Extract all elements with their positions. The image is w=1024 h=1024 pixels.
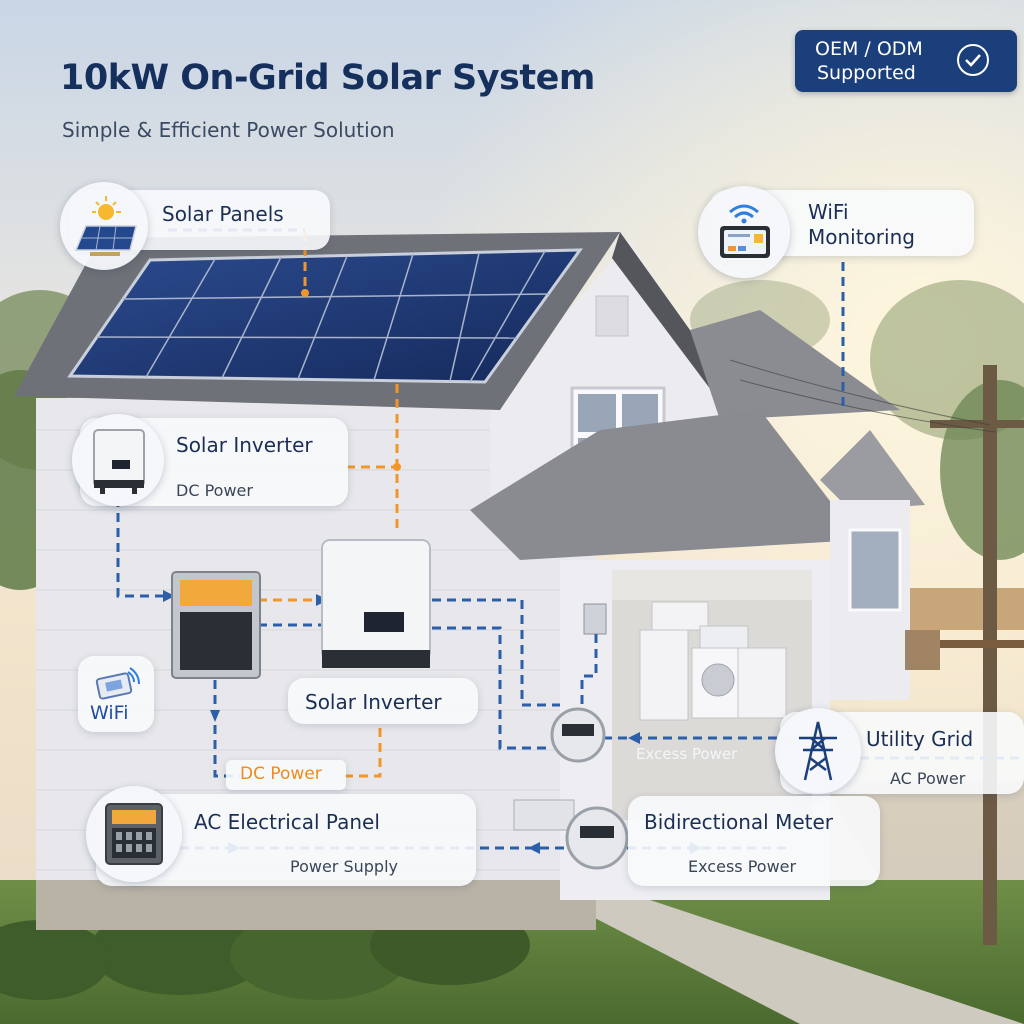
dc-power-mid-card [226,760,346,790]
wifi-monitoring-label-1: WiFi [808,200,849,224]
solar-panel-icon-circle [60,182,148,270]
wifi-monitoring-label-2: Monitoring [808,225,915,249]
inverter-icon-circle [72,414,164,506]
wifi-small-label: WiFi [90,702,129,724]
excess-power-garage-label: Excess Power [636,745,738,763]
solar-inverter-mid-label: Solar Inverter [305,690,442,714]
page-subtitle: Simple & Efficient Power Solution [62,118,395,142]
inverter-icon [93,429,145,494]
badge-line-2: Supported [817,62,916,84]
dc-power-top-label: DC Power [176,481,253,500]
ac-power-label: AC Power [890,769,966,788]
solar-panels-label: Solar Panels [162,202,284,226]
excess-power-bottom-label: Excess Power [688,857,797,876]
phone-app-icon-circle [698,186,790,278]
phone-app-icon [720,204,770,258]
utility-grid-label: Utility Grid [866,727,974,751]
bidirectional-meter-card [628,796,880,886]
badge-line-1: OEM / ODM [815,38,923,60]
dc-power-mid-label: DC Power [240,764,322,784]
solar-inverter-top-label: Solar Inverter [176,433,313,457]
check-circle-icon [957,44,989,76]
electrical-panel-icon-circle [86,786,182,882]
oem-odm-badge: OEM / ODM Supported [795,30,1017,92]
ac-panel-label: AC Electrical Panel [194,810,380,834]
wifi-module-icon [95,667,140,700]
electrical-panel-icon [105,803,163,865]
power-tower-icon [799,721,837,781]
page-title: 10kW On-Grid Solar System [60,58,595,98]
power-supply-label: Power Supply [290,857,398,876]
solar-inverter-mid-card [288,678,478,724]
bidirectional-meter-label: Bidirectional Meter [644,810,834,834]
power-tower-icon-circle [775,708,861,794]
solar-panel-icon [74,196,137,256]
